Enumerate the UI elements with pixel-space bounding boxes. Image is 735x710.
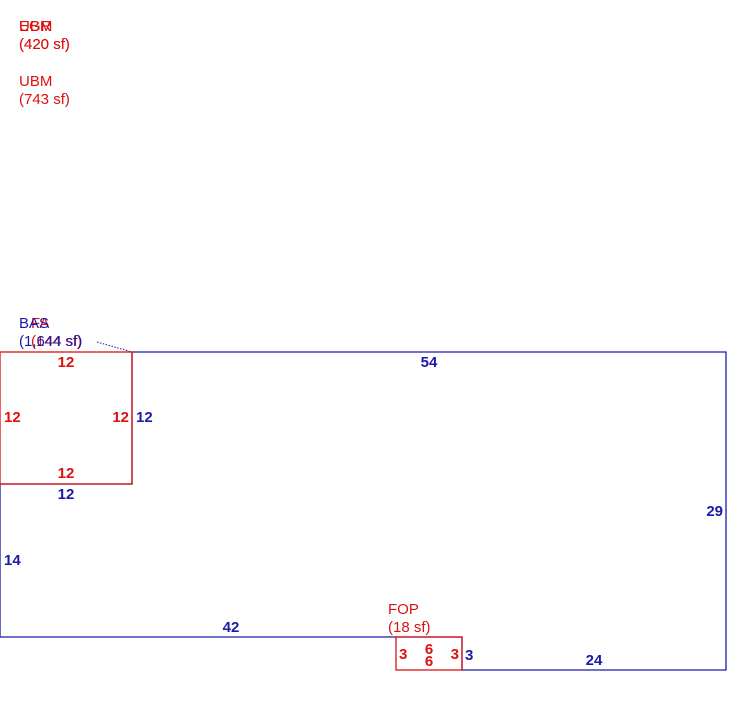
bas-outline bbox=[0, 351, 727, 671]
dim-bas-right: 29 bbox=[706, 503, 723, 520]
dim-fa-bottom: 12 bbox=[58, 465, 75, 482]
egr-area: (420 sf) bbox=[19, 36, 70, 53]
dim-bas-left: 14 bbox=[4, 552, 21, 569]
egr-label: EGR bbox=[19, 18, 52, 35]
fop-label: FOP bbox=[388, 601, 419, 618]
fa-label: FA bbox=[31, 315, 49, 332]
ubm-area-1: (420 sf) bbox=[19, 36, 70, 53]
ubm-label-1: UBM bbox=[19, 18, 52, 35]
fa-outline bbox=[0, 351, 133, 485]
fa-area: (144 sf) bbox=[31, 333, 82, 350]
dim-bas-step: 3 bbox=[465, 647, 473, 664]
dim-fa-top: 12 bbox=[58, 354, 75, 371]
fop-area: (18 sf) bbox=[388, 619, 431, 636]
dim-fop-top: 6 bbox=[425, 641, 433, 658]
dim-bas-top: 54 bbox=[421, 354, 438, 371]
dim-fa-right: 12 bbox=[112, 409, 129, 426]
ubm-area-2: (743 sf) bbox=[19, 91, 70, 108]
ubm-label-2: UBM bbox=[19, 73, 52, 90]
dim-fop-left: 3 bbox=[399, 646, 407, 663]
dim-bas-notch-bottom: 12 bbox=[58, 486, 75, 503]
dim-fop-bottom: 6 bbox=[425, 653, 433, 670]
bas-label: BAS bbox=[19, 315, 49, 332]
dim-bas-notch-right: 12 bbox=[136, 409, 153, 426]
bas-leader-line bbox=[96, 341, 133, 353]
fop-outline bbox=[395, 636, 463, 671]
dim-bas-bottom-left: 42 bbox=[223, 619, 240, 636]
bas-area: (1,644 sf) bbox=[19, 333, 82, 350]
dim-fa-left: 12 bbox=[4, 409, 21, 426]
dim-bas-bottom-right: 24 bbox=[586, 652, 603, 669]
dim-fop-right: 3 bbox=[451, 646, 459, 663]
